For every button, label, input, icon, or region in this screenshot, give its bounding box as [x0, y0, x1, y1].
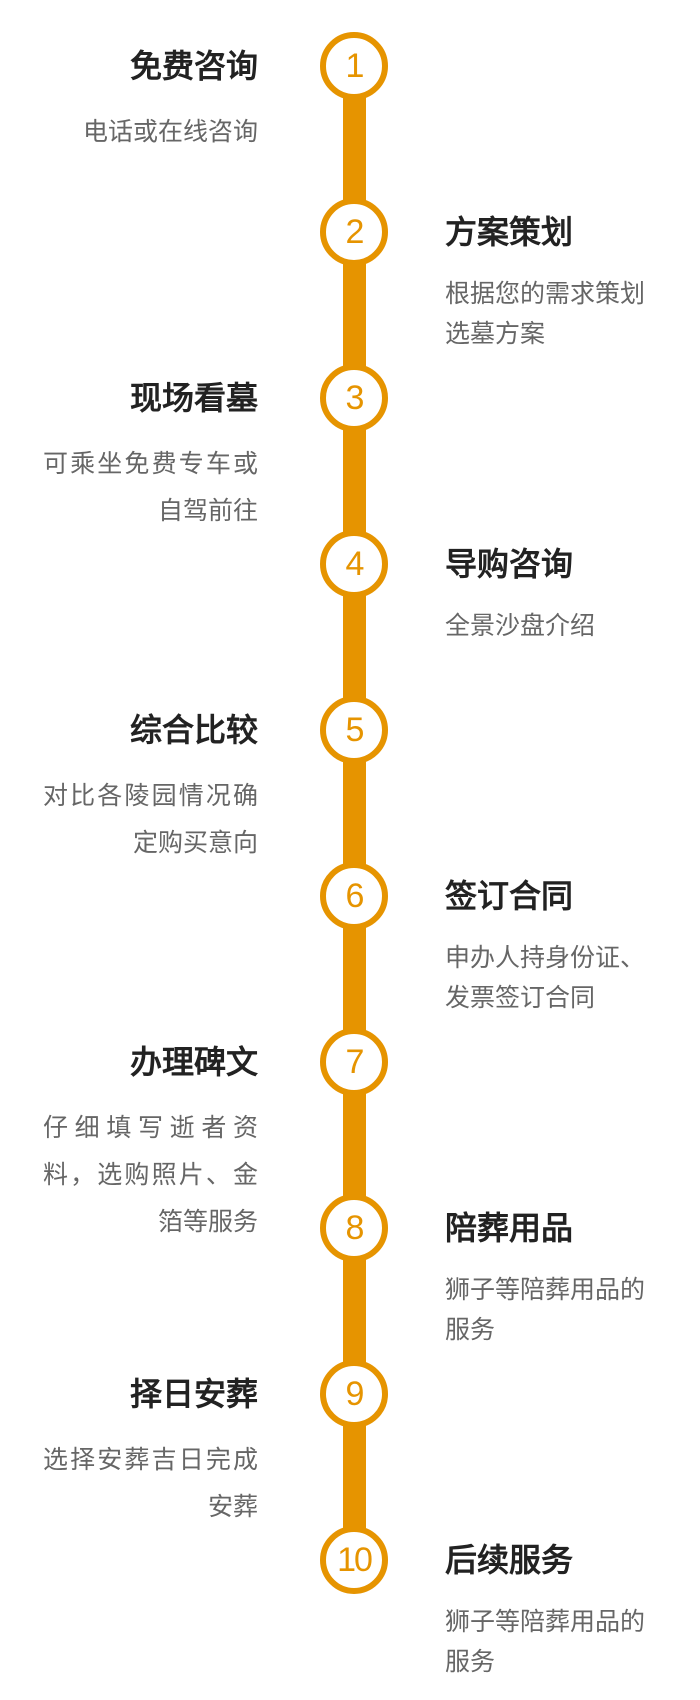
step-title: 签订合同	[445, 877, 574, 915]
step-description: 根据您的需求策划选墓方案	[445, 279, 646, 348]
step-number-badge: 2	[320, 198, 388, 266]
step-number-badge: 5	[320, 696, 388, 764]
step-title: 办理碑文	[129, 1043, 258, 1081]
step-title: 方案策划	[445, 213, 574, 251]
step-item: 现场看墓可乘坐免费专车或自驾前往	[43, 378, 258, 534]
step-title: 择日安葬	[129, 1375, 258, 1413]
step-item: 后续服务狮子等陪葬用品的服务	[445, 1540, 660, 1682]
step-description: 狮子等陪葬用品的服务	[445, 1607, 646, 1676]
step-description: 申办人持身份证、发票签订合同	[445, 943, 646, 1012]
step-title: 综合比较	[129, 711, 258, 749]
step-item: 办理碑文仔细填写逝者资料，选购照片、金箔等服务	[43, 1042, 258, 1245]
step-item: 方案策划根据您的需求策划选墓方案	[445, 212, 660, 354]
step-number-badge: 1	[320, 32, 388, 100]
step-item: 免费咨询电话或在线咨询	[43, 46, 258, 155]
step-number-badge: 7	[320, 1028, 388, 1096]
step-description: 电话或在线咨询	[82, 117, 258, 146]
step-item: 陪葬用品狮子等陪葬用品的服务	[445, 1208, 660, 1350]
step-title: 免费咨询	[129, 47, 258, 85]
step-title: 后续服务	[445, 1541, 574, 1579]
step-title: 陪葬用品	[445, 1209, 574, 1247]
step-description: 可乘坐免费专车或自驾前往	[43, 449, 258, 525]
step-number-badge: 8	[320, 1194, 388, 1262]
step-title: 导购咨询	[445, 545, 574, 583]
step-title: 现场看墓	[129, 379, 258, 417]
step-description: 狮子等陪葬用品的服务	[445, 1275, 646, 1344]
step-item: 导购咨询全景沙盘介绍	[445, 544, 660, 646]
step-item: 综合比较对比各陵园情况确定购买意向	[43, 710, 258, 866]
step-number-badge: 6	[320, 862, 388, 930]
step-number-badge: 10	[320, 1526, 388, 1594]
step-item: 择日安葬选择安葬吉日完成安葬	[43, 1374, 258, 1530]
step-description: 对比各陵园情况确定购买意向	[43, 781, 258, 857]
step-description: 仔细填写逝者资料，选购照片、金箔等服务	[43, 1113, 258, 1236]
step-item: 签订合同申办人持身份证、发票签订合同	[445, 876, 660, 1018]
step-description: 全景沙盘介绍	[445, 611, 596, 640]
step-number-badge: 9	[320, 1360, 388, 1428]
step-number-badge: 3	[320, 364, 388, 432]
step-number-badge: 4	[320, 530, 388, 598]
timeline-track	[343, 66, 366, 1560]
step-description: 选择安葬吉日完成安葬	[43, 1445, 258, 1521]
